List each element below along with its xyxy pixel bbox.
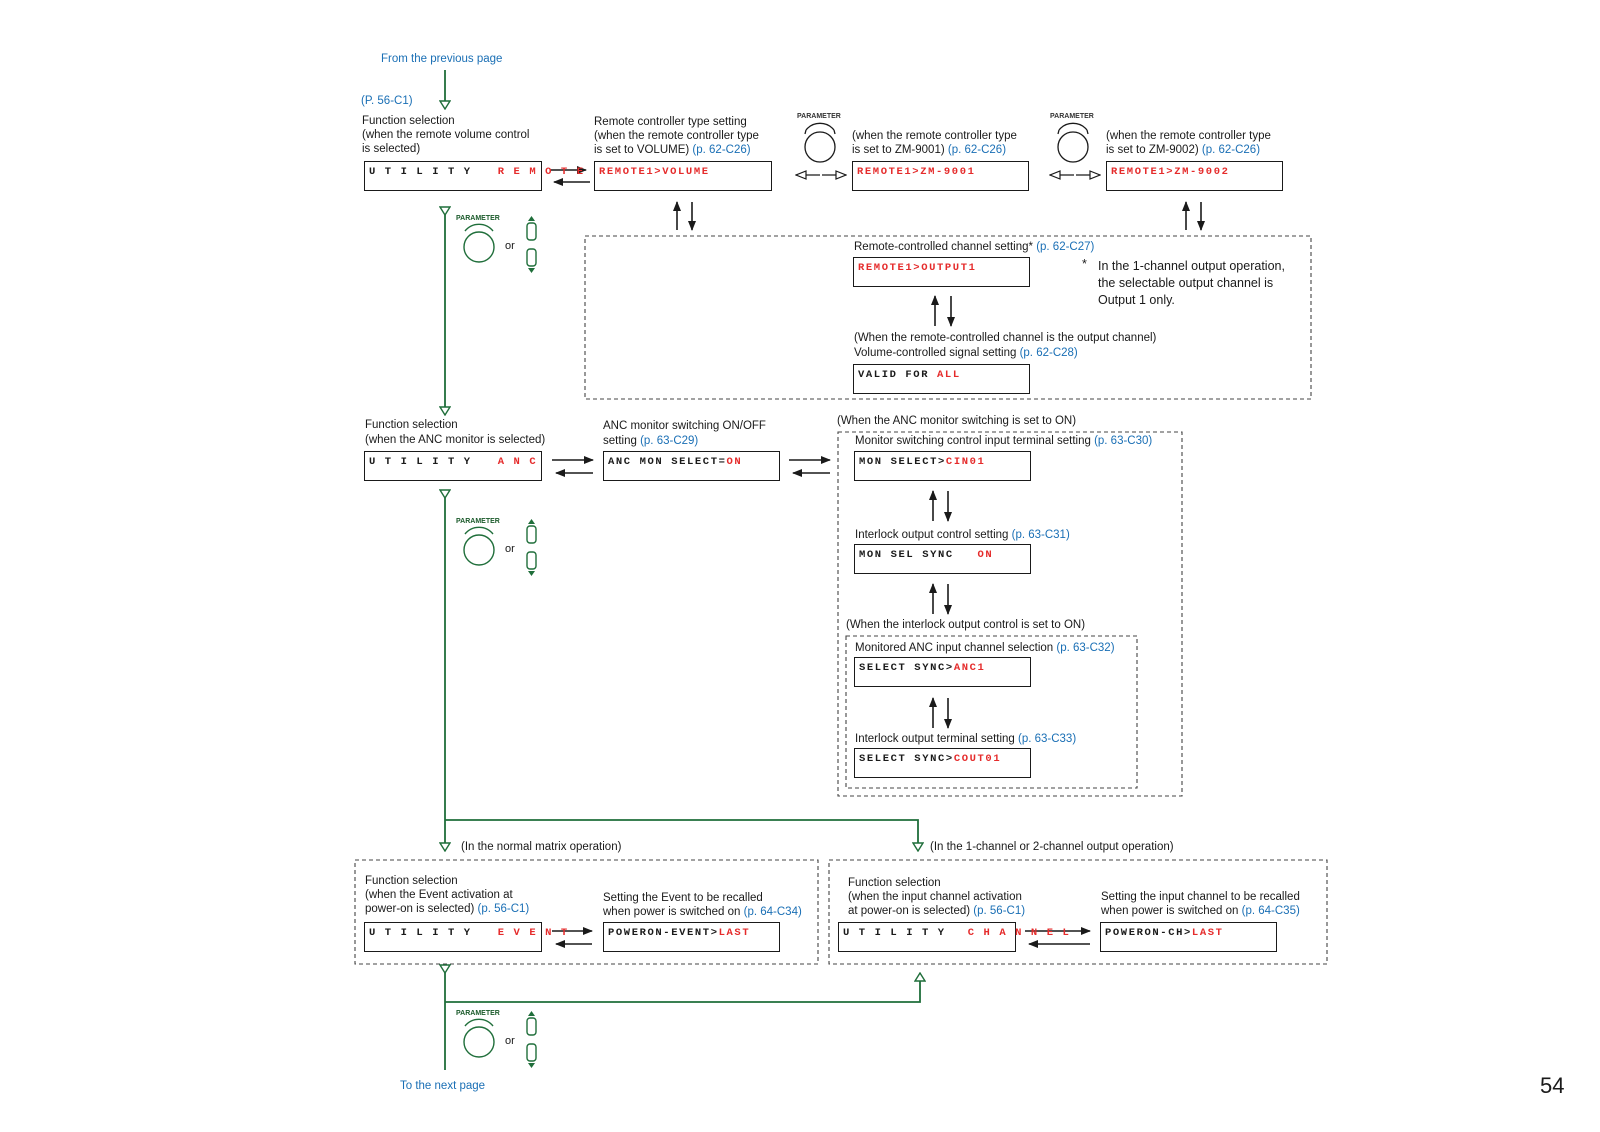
anc-output-terminal-title: Interlock output terminal setting (p. 63… <box>855 733 1077 745</box>
channel-recall-label-2: when power is switched on (p. 64-C35) <box>1101 905 1300 917</box>
channel-recall-label-1: Setting the input channel to be recalled <box>1101 891 1300 903</box>
lcd-mon-select-cin01: MON SELECT>CIN01 <box>854 451 1031 481</box>
anc-when-interlock-label: (When the interlock output control is se… <box>846 619 1086 631</box>
ref-link[interactable]: (p. 64-C34) <box>743 906 802 918</box>
anc-interlock-title: Interlock output control setting (p. 63-… <box>855 529 1070 541</box>
parameter-knob-icon <box>463 1018 495 1058</box>
ref-link[interactable]: (p. 63-C33) <box>1018 733 1077 745</box>
parameter-knob-icon <box>463 223 495 263</box>
remote-signal-label-2: Volume-controlled signal setting (p. 62-… <box>854 347 1078 359</box>
up-down-keys-icon <box>526 525 537 570</box>
ref-link[interactable]: (p. 63-C30) <box>1094 435 1153 447</box>
one-channel-label: (In the 1-channel or 2-channel output op… <box>930 841 1174 853</box>
page-number: 54 <box>1540 1073 1565 1098</box>
anc-when-on-label: (When the ANC monitor switching is set t… <box>837 415 1077 427</box>
zm9002-label-1: (when the remote controller type <box>1106 130 1271 142</box>
lcd-select-sync-cout01: SELECT SYNC>COUT01 <box>854 748 1031 778</box>
anc-channel-title: Monitored ANC input channel selection (p… <box>855 642 1115 654</box>
or-label: or <box>505 240 515 252</box>
anc-mon-label-1: ANC monitor switching ON/OFF <box>603 420 766 432</box>
ref-link[interactable]: (p. 63-C29) <box>640 435 699 447</box>
event-fs-label-2: (when the Event activation at <box>365 889 513 901</box>
channel-fs-label-1: Function selection <box>848 877 941 889</box>
lcd-valid-for-all: VALID FOR ALL <box>853 364 1030 394</box>
event-fs-label-1: Function selection <box>365 875 458 887</box>
anc-fs-label-1: Function selection <box>365 419 458 431</box>
channel-group <box>828 859 1328 965</box>
event-group <box>354 859 819 965</box>
channel-fs-label-2: (when the input channel activation <box>848 891 1022 903</box>
parameter-label: PARAMETER <box>456 215 500 222</box>
lcd-remote-output1: REMOTE1>OUTPUT1 <box>853 257 1030 287</box>
remote-type-label-1: Remote controller type setting <box>594 116 747 128</box>
or-label: or <box>505 543 515 555</box>
ref-link[interactable]: (p. 63-C31) <box>1011 529 1070 541</box>
remote-fs-label-2: (when the remote volume control <box>362 129 530 141</box>
parameter-knob-icon <box>804 122 836 163</box>
parameter-knob-icon <box>463 526 495 566</box>
from-previous-page-link[interactable]: From the previous page <box>381 53 503 65</box>
lcd-poweron-ch: POWERON-CH>LAST <box>1100 922 1277 952</box>
lcd-poweron-event: POWERON-EVENT>LAST <box>603 922 780 952</box>
ref-link[interactable]: (p. 62-C28) <box>1019 347 1078 359</box>
ref-link[interactable]: (p. 62-C26) <box>1201 144 1261 156</box>
to-next-page-link[interactable]: To the next page <box>400 1080 486 1092</box>
ref-link[interactable]: (p. 56-C1) <box>973 905 1026 917</box>
normal-matrix-label: (In the normal matrix operation) <box>461 841 622 853</box>
parameter-label: PARAMETER <box>797 113 841 120</box>
ref-link[interactable]: (p. 64-C35) <box>1241 905 1300 917</box>
remote-channel-title: Remote-controlled channel setting* (p. 6… <box>854 241 1095 253</box>
zm9001-label-1: (when the remote controller type <box>852 130 1017 142</box>
lcd-remote-zm9002: REMOTE1>ZM-9002 <box>1106 161 1283 191</box>
lcd-select-sync-anc1: SELECT SYNC>ANC1 <box>854 657 1031 687</box>
remote-type-label-3: is set to VOLUME) (p. 62-C26) <box>594 144 751 156</box>
lcd-remote-volume: REMOTE1>VOLUME <box>594 161 772 191</box>
event-recall-label-2: when power is switched on (p. 64-C34) <box>603 906 802 918</box>
up-down-keys-icon <box>526 1017 537 1062</box>
remote-fs-label-3: is selected) <box>362 143 421 155</box>
zm9001-label-2: is set to ZM-9001) (p. 62-C26) <box>852 144 1007 156</box>
remote-fs-label-1: Function selection <box>362 115 455 127</box>
remote-channel-group <box>584 235 1312 400</box>
channel-fs-label-3: at power-on is selected) (p. 56-C1) <box>848 905 1026 917</box>
parameter-label: PARAMETER <box>456 518 500 525</box>
remote-signal-label-1: (When the remote-controlled channel is t… <box>854 332 1157 344</box>
interlock-on-group <box>845 635 1138 789</box>
up-down-keys-icon <box>526 222 537 267</box>
event-recall-label-1: Setting the Event to be recalled <box>603 892 763 904</box>
ref-link[interactable]: (p. 62-C26) <box>947 144 1007 156</box>
anc-mon-label-2: setting (p. 63-C29) <box>603 435 699 447</box>
note-line-3: Output 1 only. <box>1098 293 1175 307</box>
lcd-anc-mon-select: ANC MON SELECT=ON <box>603 451 780 481</box>
previous-page-ref[interactable]: (P. 56-C1) <box>361 95 413 107</box>
parameter-label: PARAMETER <box>456 1010 500 1017</box>
note-line-1: In the 1-channel output operation, <box>1098 259 1285 273</box>
event-fs-label-3: power-on is selected) (p. 56-C1) <box>365 903 530 915</box>
lcd-remote-zm9001: REMOTE1>ZM-9001 <box>852 161 1029 191</box>
remote-type-label-2: (when the remote controller type <box>594 130 759 142</box>
ref-link[interactable]: (p. 56-C1) <box>477 903 530 915</box>
ref-link[interactable]: (p. 63-C32) <box>1056 642 1115 654</box>
or-label: or <box>505 1035 515 1047</box>
note-line-2: the selectable output channel is <box>1098 276 1274 290</box>
parameter-label: PARAMETER <box>1050 113 1094 120</box>
zm9002-label-2: is set to ZM-9002) (p. 62-C26) <box>1106 144 1261 156</box>
parameter-knob-icon <box>1057 122 1089 163</box>
note-star: * <box>1082 257 1087 271</box>
anc-on-group <box>837 431 1183 797</box>
anc-terminal-title: Monitor switching control input terminal… <box>855 435 1153 447</box>
lcd-mon-sel-sync: MON SEL SYNC ON <box>854 544 1031 574</box>
ref-link[interactable]: (p. 62-C27) <box>1036 241 1095 253</box>
anc-fs-label-2: (when the ANC monitor is selected) <box>365 434 546 446</box>
ref-link[interactable]: (p. 62-C26) <box>692 144 751 156</box>
